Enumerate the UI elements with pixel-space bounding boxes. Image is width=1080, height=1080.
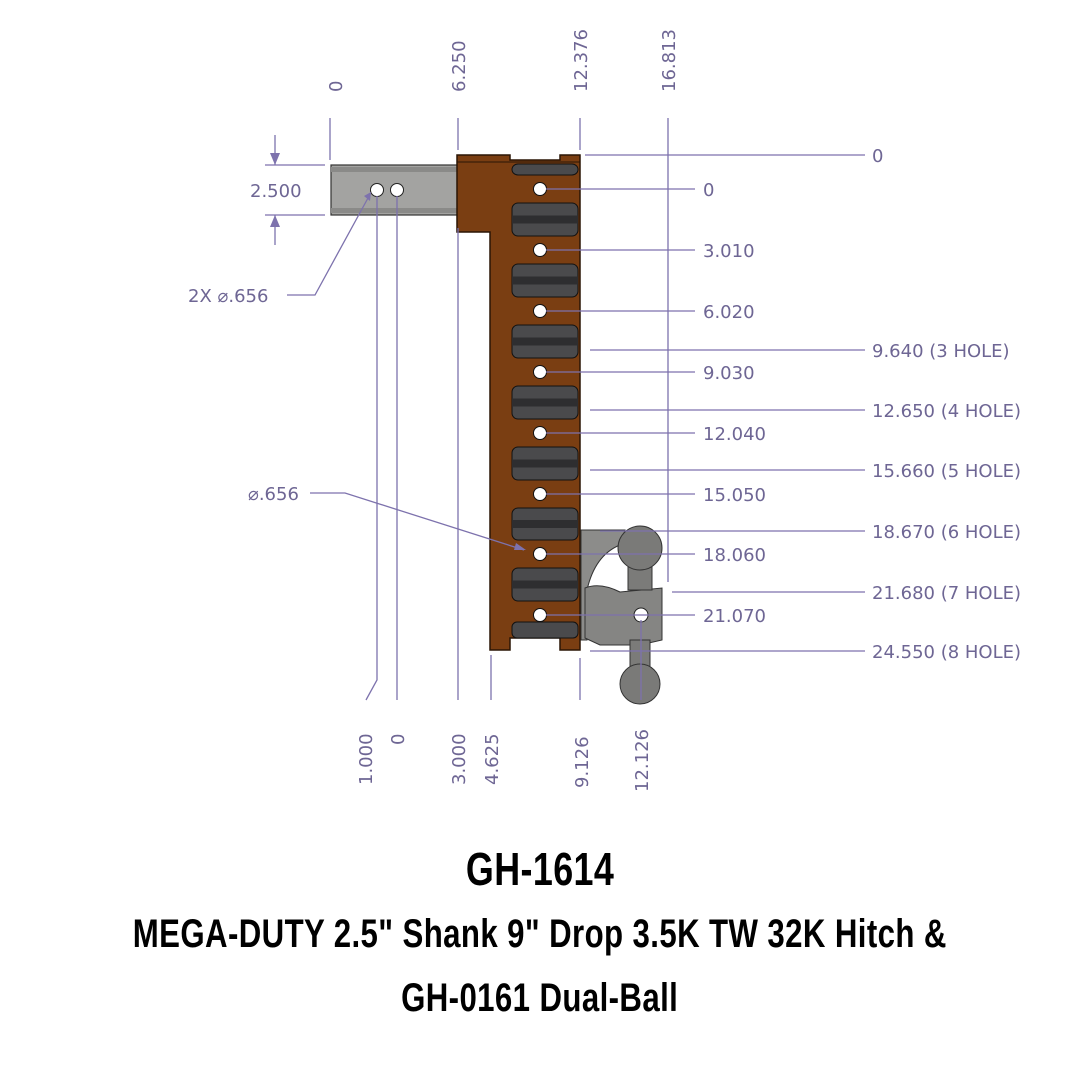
plate-hole: [533, 608, 547, 622]
description-line-1: MEGA-DUTY 2.5" Shank 9" Drop 3.5K TW 32K…: [132, 912, 948, 956]
bottom-dim: 9.126: [572, 736, 593, 788]
right-dim: 0: [872, 146, 883, 167]
bottom-dim: 1.000: [356, 733, 377, 785]
dimension-labels: 0 6.250 12.376 16.813 1.000 0 3.000 4.62…: [188, 29, 1021, 792]
shank-hole-callout: 2X ⌀.656: [188, 286, 268, 307]
plate-hole: [533, 182, 547, 196]
plate-slot: [511, 163, 579, 176]
bottom-dim: 3.000: [449, 733, 470, 785]
bottom-dim: 4.625: [482, 733, 503, 785]
plate-hole: [533, 243, 547, 257]
plate-hole: [533, 487, 547, 501]
slot-groove: [512, 580, 578, 589]
right-dim: 15.660 (5 HOLE): [872, 461, 1021, 482]
model-title: GH-1614: [465, 843, 615, 895]
top-dim: 6.250: [449, 40, 470, 92]
plate-hole: [533, 304, 547, 318]
slot-groove: [512, 337, 578, 346]
plate-slot: [511, 621, 579, 639]
plate-hole: [533, 426, 547, 440]
plate-hole: [533, 365, 547, 379]
slot-groove: [512, 459, 578, 468]
hole-dim-label: 0: [703, 180, 714, 201]
top-dim: 16.813: [659, 29, 680, 92]
slot-groove: [512, 215, 578, 224]
hole-dim-label: 21.070: [703, 606, 766, 627]
bottom-dim: 0: [388, 734, 409, 745]
top-dim: 0: [326, 81, 347, 92]
bottom-dim: 12.126: [632, 729, 653, 792]
hole-dim-label: 15.050: [703, 485, 766, 506]
shank: [330, 164, 460, 216]
right-dim: 24.550 (8 HOLE): [872, 642, 1021, 663]
right-dim: 12.650 (4 HOLE): [872, 401, 1021, 422]
right-dim: 21.680 (7 HOLE): [872, 583, 1021, 604]
hole-dim-label: 3.010: [703, 241, 755, 262]
hole-dim-label: 9.030: [703, 363, 755, 384]
shank-height-label: 2.500: [250, 181, 302, 202]
right-dim: 18.670 (6 HOLE): [872, 522, 1021, 543]
hole-dim-label: 12.040: [703, 424, 766, 445]
hole-dim-label: 6.020: [703, 302, 755, 323]
dimension-lines: [265, 135, 865, 701]
drop-plate: [456, 154, 581, 651]
slot-groove: [512, 276, 578, 285]
description-line-2: GH-0161 Dual-Ball: [401, 976, 679, 1020]
right-dim: 9.640 (3 HOLE): [872, 341, 1010, 362]
slot-groove: [512, 520, 578, 528]
plate-hole-callout: ⌀.656: [248, 484, 299, 505]
hole-dim-label: 18.060: [703, 545, 766, 566]
top-dim: 12.376: [571, 29, 592, 92]
slot-groove: [512, 398, 578, 407]
plate-hole: [533, 547, 547, 561]
